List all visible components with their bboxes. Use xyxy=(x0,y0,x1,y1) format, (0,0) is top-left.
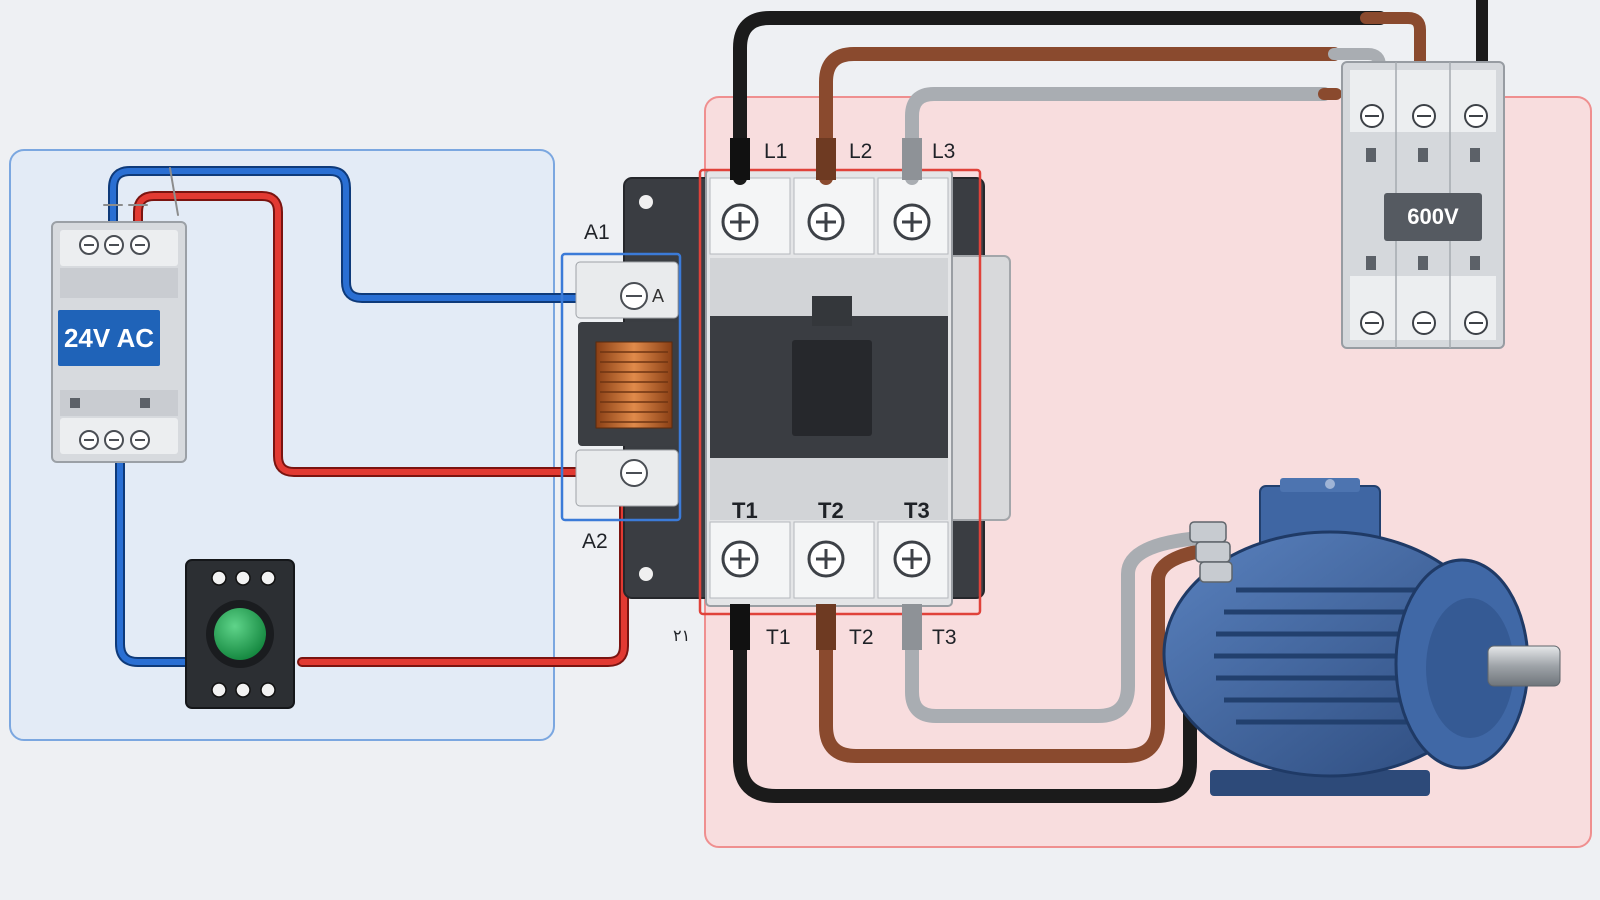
phase-wire-grey-l3 xyxy=(905,87,1331,185)
terminal-label-a2-alt: ٢١ xyxy=(673,628,691,645)
terminal-label-t2-body: T2 xyxy=(818,498,844,523)
motor-wire-grey-t3 xyxy=(905,531,1207,723)
terminal-label-l3: L3 xyxy=(932,140,956,163)
terminal-label-l2: L2 xyxy=(849,140,873,163)
terminal-label-t1: T1 xyxy=(766,626,791,649)
breaker-label: 600V xyxy=(1384,193,1482,241)
terminal-label-a2: A2 xyxy=(582,530,608,553)
coil-module-frame xyxy=(560,252,682,522)
motor-wire-brown-t2 xyxy=(819,543,1213,763)
terminal-label-l1: L1 xyxy=(764,140,788,163)
control-wiring xyxy=(103,166,629,667)
contactor: A xyxy=(560,168,1011,616)
contactor-coil-icon xyxy=(595,341,673,429)
phase-wire-brown-l2 xyxy=(819,47,1341,185)
svg-text:A: A xyxy=(652,286,664,306)
terminal-label-t1-body: T1 xyxy=(732,498,758,523)
terminal-label-t3-body: T3 xyxy=(904,498,930,523)
push-button-icon[interactable] xyxy=(185,559,295,709)
electric-motor-icon[interactable] xyxy=(1162,478,1561,796)
terminal-label-t3: T3 xyxy=(932,626,957,649)
terminal-label-t2: T2 xyxy=(849,626,874,649)
terminal-label-a1: A1 xyxy=(584,221,610,244)
power-contacts-frame xyxy=(698,168,982,616)
power-supply-label: 24V AC xyxy=(58,310,160,366)
